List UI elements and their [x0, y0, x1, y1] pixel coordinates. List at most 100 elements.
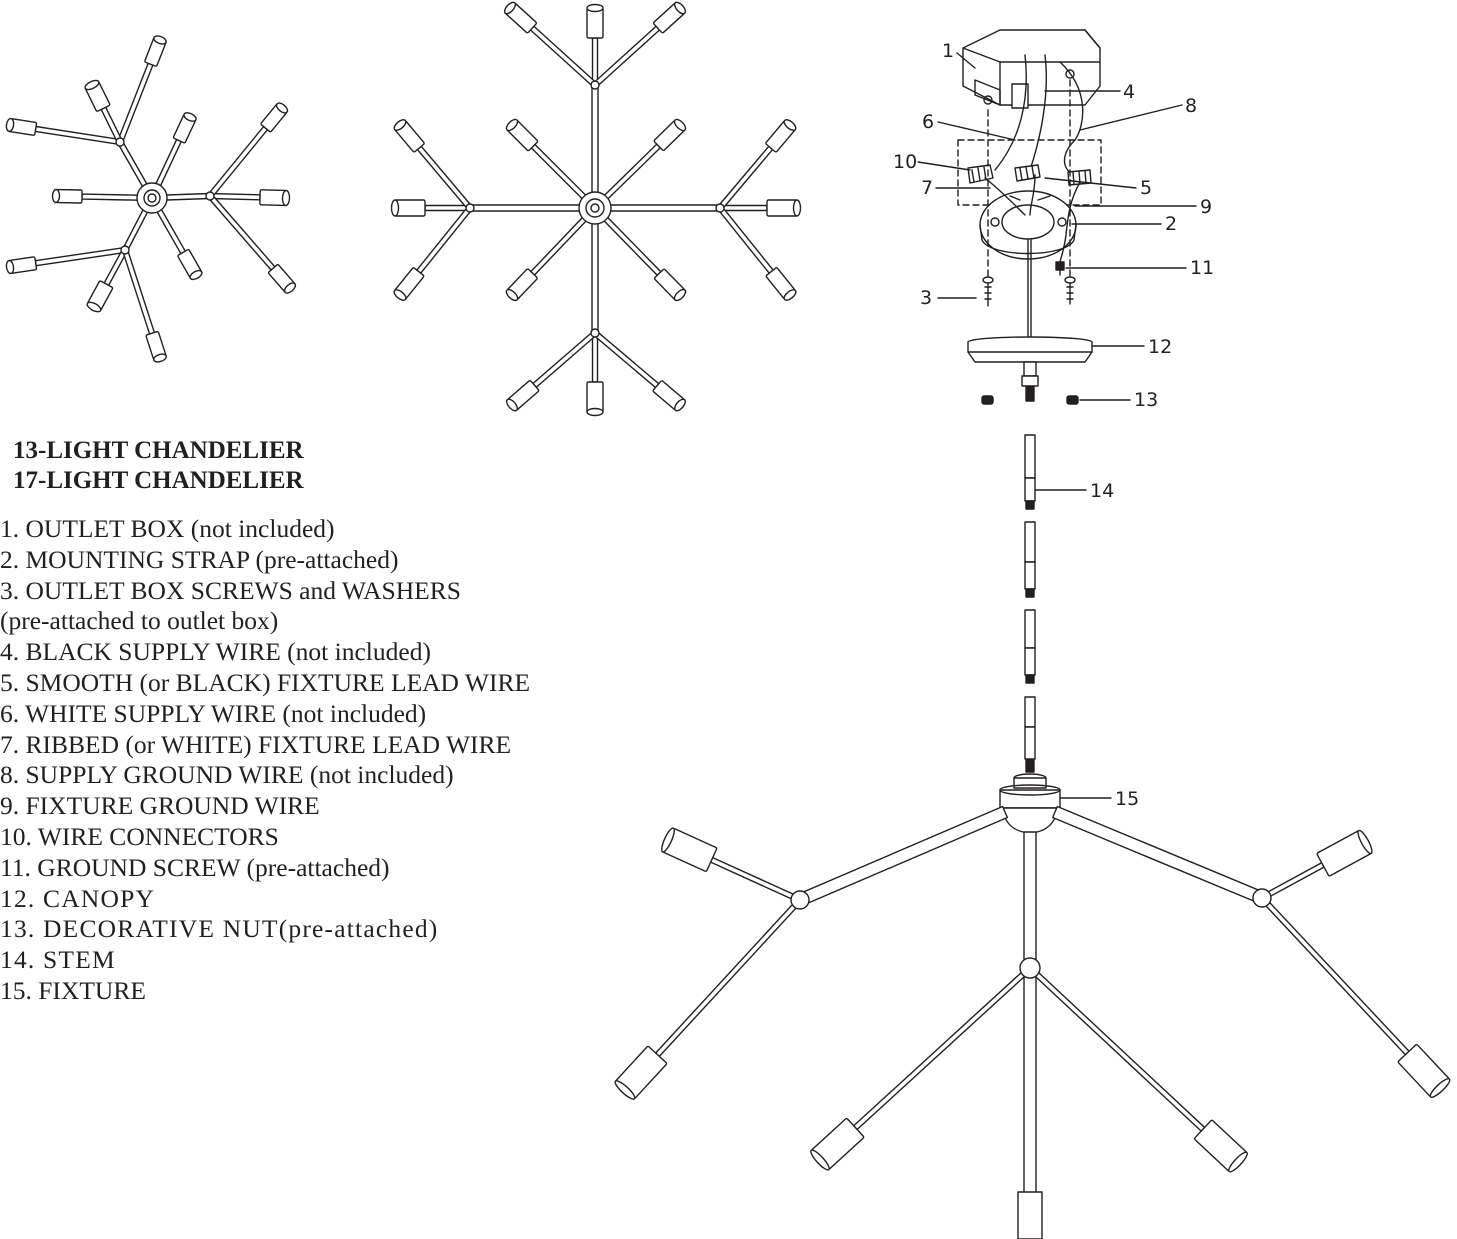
parts-list-item-10: 10. WIRE CONNECTORS: [0, 821, 279, 851]
title-17-light: 17-LIGHT CHANDELIER: [13, 467, 304, 494]
socket-cup: [586, 3, 604, 39]
socket-cup: [393, 267, 425, 301]
arm-rod: [592, 330, 660, 389]
arm-rod: [209, 192, 261, 201]
model-titles: 13-LIGHT CHANDELIER 17-LIGHT CHANDELIER: [13, 436, 304, 496]
arm-rod: [1023, 967, 1037, 1196]
outlet-box-screw-right: [1064, 276, 1076, 305]
center-hub-core: [590, 203, 600, 213]
socket-cup: [505, 118, 539, 152]
socket-cup: [259, 189, 291, 207]
callout-8: 8: [1185, 95, 1197, 117]
arm-rod: [34, 246, 127, 267]
wire-connector-middle: [1014, 164, 1041, 182]
arm-rod: [853, 965, 1033, 1131]
callout-10: 10: [893, 151, 917, 173]
arm-rod: [594, 204, 721, 212]
socket-cup: [653, 268, 687, 302]
socket-cup: [652, 1, 687, 34]
arm-rod: [654, 897, 803, 1058]
arm-rod: [591, 207, 599, 334]
socket-cup: [503, 1, 538, 34]
white-supply-wire: [994, 54, 1027, 171]
arm-joint: [715, 203, 725, 213]
socket-cup: [51, 188, 83, 204]
chandelier-17-light-top-view: [390, 1, 802, 417]
socket-cup: [260, 102, 289, 133]
socket-cup: [766, 199, 802, 217]
callout-4: 4: [1123, 81, 1135, 103]
arm-rod: [532, 330, 598, 388]
callout-5: 5: [1140, 177, 1152, 199]
decorative-nut-right: [1066, 395, 1079, 405]
socket-cup: [652, 380, 686, 412]
decorative-nut-left: [981, 395, 994, 405]
arm-rod: [1051, 805, 1266, 905]
socket-cup: [1017, 1191, 1043, 1239]
parts-list-item-2: 2. MOUNTING STRAP (pre-attached): [0, 544, 399, 574]
arm-rod: [34, 125, 122, 146]
socket-cup: [5, 117, 38, 136]
ground-screw: [1055, 261, 1065, 276]
parts-list: 1. OUTLET BOX (not included) 2. MOUNTING…: [0, 514, 620, 1007]
arm-rod: [416, 205, 473, 274]
socket-cup: [172, 112, 197, 144]
callout-2: 2: [1165, 213, 1177, 235]
fixture-hub: [999, 773, 1061, 834]
arm-rod: [1259, 895, 1410, 1056]
chandelier-13-light-top-view: [5, 35, 297, 363]
arm-joint: [1019, 957, 1041, 979]
arm-joint: [120, 245, 130, 255]
socket-cup: [177, 249, 203, 281]
parts-list-item-5: 5. SMOOTH (or BLACK) FIXTURE LEAD WIRE: [0, 667, 531, 697]
callout-15: 15: [1115, 788, 1139, 810]
callout-11: 11: [1190, 257, 1214, 279]
socket-cup: [145, 330, 167, 363]
center-hub: [578, 191, 612, 225]
socket-cup: [1193, 1119, 1248, 1173]
socket-cup: [765, 267, 797, 301]
callout-14: 14: [1090, 480, 1114, 502]
parts-list-item-7: 7. RIBBED (or WHITE) FIXTURE LEAD WIRE: [0, 729, 512, 759]
arm-joint: [205, 191, 215, 201]
arm-rod: [121, 248, 156, 335]
socket-cup: [86, 280, 114, 313]
socket-cup: [393, 119, 425, 153]
arm-rod: [207, 193, 276, 271]
callout-12: 12: [1148, 336, 1172, 358]
ribbed-fixture-lead-wire: [984, 177, 1026, 216]
fixture-ground-wire: [1057, 181, 1081, 269]
parts-list-item-15: 15. FIXTURE: [0, 975, 146, 1005]
socket-cup: [506, 379, 540, 412]
parts-list-item-3: 3. OUTLET BOX SCREWS and WASHERS: [0, 575, 461, 605]
parts-list-item-1: 1. OUTLET BOX (not included): [0, 514, 335, 543]
mounting-assembly: [957, 29, 1102, 773]
callout-labels: 1 4 8 6 10 7 5 9 2 11 3 12 13 14 15: [893, 40, 1214, 810]
socket-cup: [267, 264, 297, 294]
arm-joint: [465, 203, 475, 213]
arm-rod: [416, 145, 473, 211]
socket-cup: [614, 1045, 668, 1100]
title-13-light: 13-LIGHT CHANDELIER: [13, 437, 304, 464]
socket-cup: [5, 256, 38, 275]
center-hub-ring: [585, 198, 605, 218]
callout-13: 13: [1134, 389, 1158, 411]
center-hub-core: [147, 193, 157, 203]
parts-list-item-13: 13. DECORATIVE NUT(pre-attached): [0, 914, 439, 944]
arm-rod: [591, 332, 599, 383]
wire-connector-left: [967, 164, 994, 184]
parts-list-item-8: 8. SUPPLY GROUND WIRE (not included): [0, 760, 454, 790]
outlet-box: [962, 29, 1101, 109]
black-supply-wire: [1029, 54, 1048, 171]
arm-rod: [717, 205, 774, 274]
center-hub-ring: [143, 189, 161, 207]
parts-list-item-3-note: (pre-attached to outlet box): [0, 606, 279, 636]
arm-rod: [709, 856, 802, 903]
parts-list-item-9: 9. FIXTURE GROUND WIRE: [0, 791, 320, 821]
socket-cup: [144, 35, 167, 67]
socket-cup: [661, 827, 718, 872]
arm-rod: [1027, 965, 1206, 1132]
stem: [1024, 434, 1036, 773]
callout-7: 7: [921, 177, 933, 199]
center-hub: [136, 182, 168, 214]
